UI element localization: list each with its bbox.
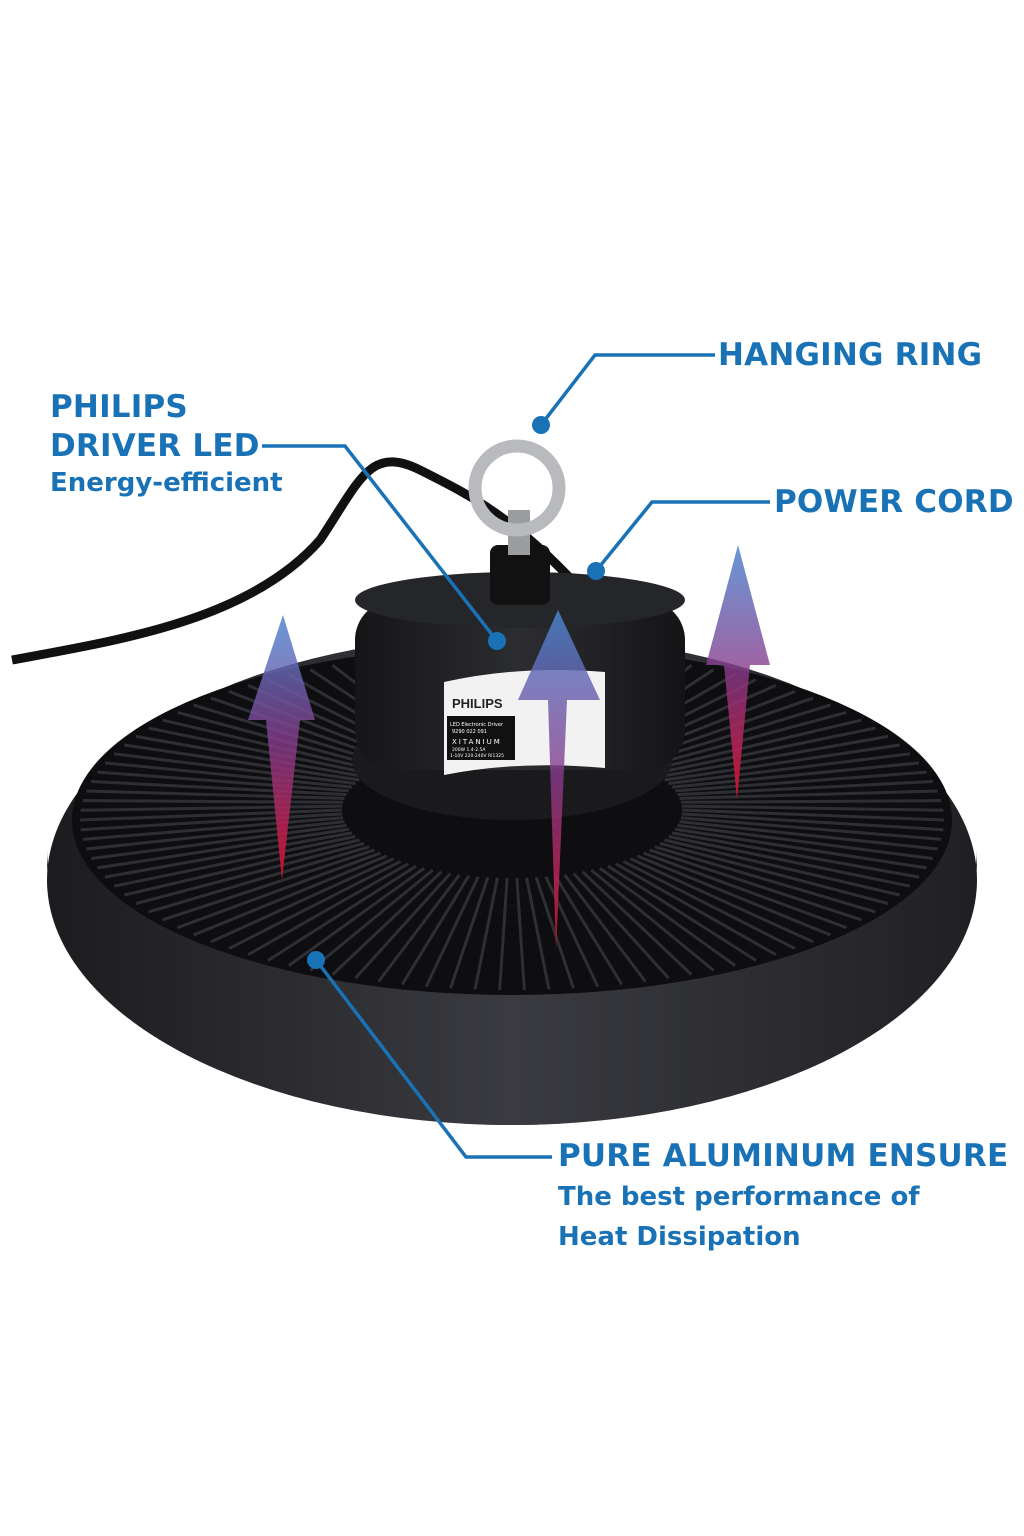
heatsink-fin xyxy=(104,831,353,879)
driver-housing: PHILIPS LED Electronic Driver 9290 022 0… xyxy=(355,545,685,775)
heatsink-fin xyxy=(664,743,900,782)
heatsink-fin xyxy=(649,848,862,922)
heatsink-fin xyxy=(664,838,901,897)
heatsink-fin xyxy=(135,734,365,779)
heatsink-fin xyxy=(97,827,350,870)
heatsink-fin xyxy=(113,752,356,786)
heatsink-fin xyxy=(525,877,551,990)
callout-lines xyxy=(262,353,770,1159)
heatsink-fin xyxy=(563,873,647,983)
heatsink-fin xyxy=(671,831,920,879)
heatsink-fin xyxy=(247,862,409,956)
heatsink-fin xyxy=(80,804,343,812)
heatsink-fin xyxy=(377,873,461,983)
callout-driver-subtitle: Energy-efficient xyxy=(50,468,283,498)
heatsink-fin xyxy=(622,860,796,950)
driver-label-line: 200W 1.4-2.5A xyxy=(452,747,486,753)
heatsink-fin xyxy=(590,868,715,972)
heatsink-fin xyxy=(671,761,920,789)
hanging-ring xyxy=(468,439,566,555)
heatsink-fin xyxy=(668,835,911,888)
heatsink-fin xyxy=(654,845,876,914)
heatsink-fin xyxy=(124,743,360,782)
heatsink-fin xyxy=(288,867,426,967)
callout-aluminum-sub-2: Heat Dissipation xyxy=(558,1222,801,1252)
callout-aluminum-sub-1: The best performance of xyxy=(558,1182,920,1212)
heatsink-fin xyxy=(615,862,777,956)
driver-label-line: XITANIUM xyxy=(452,738,502,746)
heatsink-fin xyxy=(354,872,452,980)
heatsink-fin xyxy=(515,877,526,991)
driver-label-line: LED Electronic Driver xyxy=(450,722,504,728)
heatsink-fin xyxy=(82,816,344,841)
heatsink-fin xyxy=(331,870,443,976)
heatsink-fin xyxy=(681,812,944,832)
heatsink-fin xyxy=(113,835,356,888)
driver-label-line: 1-10V 220-240V RI1325 xyxy=(450,753,504,759)
heatsink-fin xyxy=(135,841,365,906)
heatsink-fin xyxy=(97,770,349,793)
heatsink-fin xyxy=(677,823,933,860)
driver-brand: PHILIPS xyxy=(452,696,503,711)
heatsink-fin xyxy=(148,726,370,775)
heatsink-fin xyxy=(228,860,402,950)
heatsink-fin xyxy=(91,823,347,860)
heatsink-fin xyxy=(267,864,417,962)
heatsink-fin xyxy=(681,808,945,822)
heatsink-fin xyxy=(581,870,693,976)
heatsink-fin xyxy=(681,804,944,812)
heatsink-fin xyxy=(674,827,927,870)
heatsink-fin xyxy=(86,789,345,800)
heatsink-fin xyxy=(86,820,345,851)
heatsink-fin xyxy=(680,799,942,804)
power-cable xyxy=(11,457,594,665)
callout-hanging-ring: HANGING RING xyxy=(718,337,983,373)
heatsink-fin xyxy=(649,718,862,772)
heatsink-fin xyxy=(79,808,343,822)
heatsink-fin xyxy=(162,848,375,922)
heatsink-fin xyxy=(668,752,911,786)
heatsink-fin xyxy=(659,841,889,906)
heatsink-fin xyxy=(162,718,375,772)
heatsink-fin xyxy=(210,857,395,944)
heatsink-fin xyxy=(643,851,847,930)
heatsink-fin xyxy=(607,864,757,962)
heatsink-fin xyxy=(598,867,736,967)
callout-dots xyxy=(307,416,605,969)
heatsink-fin xyxy=(498,877,509,991)
callout-power-cord: POWER CORD xyxy=(774,484,1014,520)
heatsink-fin xyxy=(654,726,876,775)
heatsink-fin xyxy=(309,868,434,972)
heatsink-fin xyxy=(400,874,471,986)
heatsink-fin xyxy=(553,874,624,986)
heatsink-fin xyxy=(80,812,343,832)
heatsink-fin xyxy=(659,734,889,779)
heatsink-fin xyxy=(177,851,381,930)
heatsink-fin xyxy=(675,770,927,793)
heatsink-fin xyxy=(123,838,360,897)
heatsink-fin xyxy=(91,779,347,797)
heatsink-fin xyxy=(82,799,344,804)
heatsink-fin xyxy=(679,820,938,851)
callout-driver-title-1: PHILIPS xyxy=(50,389,188,425)
heatsink-fin xyxy=(449,876,490,989)
heatsink-fin xyxy=(643,710,847,769)
heatsink-fin xyxy=(104,761,353,789)
heatsink-fin xyxy=(679,789,938,800)
heatsink-fin xyxy=(677,779,933,797)
heatsink-fin xyxy=(534,876,575,989)
heatsink-fin xyxy=(572,872,670,980)
heatsink-fin xyxy=(193,854,388,937)
heatsink-fin xyxy=(473,877,499,990)
heatsink-fin xyxy=(424,876,480,988)
heatsink-fin xyxy=(680,816,942,841)
driver-label-line: 9290 022 091 xyxy=(452,729,487,735)
heat-arrow-icon xyxy=(248,545,770,950)
callout-driver-title-2: DRIVER LED xyxy=(50,428,260,464)
heatsink-fin xyxy=(636,854,831,937)
heatsink-fin xyxy=(629,857,814,944)
heatsink-fin xyxy=(148,845,370,914)
callout-aluminum-title: PURE ALUMINUM ENSURE xyxy=(558,1138,1009,1174)
